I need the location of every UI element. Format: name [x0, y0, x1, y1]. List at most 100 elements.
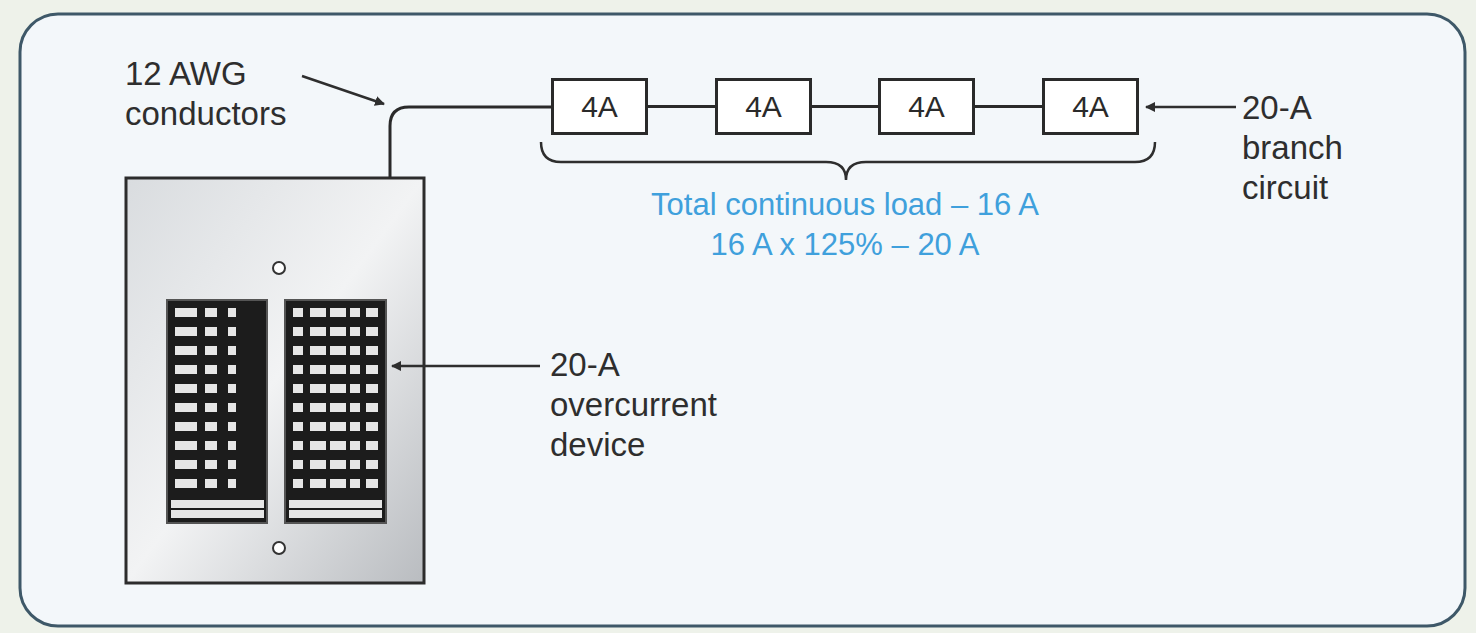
breaker: [175, 308, 197, 317]
leader-arrow: [1146, 106, 1236, 109]
load-rating: 4A: [1072, 92, 1109, 122]
breaker: [330, 422, 346, 431]
breaker: [350, 308, 360, 317]
breaker: [350, 346, 360, 355]
breaker: [350, 441, 360, 450]
breaker: [310, 441, 326, 450]
breaker: [330, 403, 346, 412]
breaker: [293, 441, 303, 450]
breaker: [228, 422, 236, 431]
breaker: [366, 384, 378, 393]
breaker: [175, 441, 197, 450]
branch-wire: [390, 107, 551, 178]
breaker: [293, 422, 303, 431]
load-box: 4A: [1042, 78, 1139, 135]
breaker: [310, 479, 326, 488]
breaker: [350, 365, 360, 374]
breaker: [350, 384, 360, 393]
breaker: [293, 365, 303, 374]
panelboard: [126, 178, 424, 583]
wire: [975, 105, 1042, 108]
breaker: [366, 365, 378, 374]
load-note: Total continuous load – 16 A: [545, 186, 1145, 224]
circuit-label: 20-A branch circuit: [1242, 88, 1343, 208]
wire-label: 12 AWG conductors: [125, 54, 355, 134]
breaker-bar: [289, 500, 382, 508]
breaker: [350, 460, 360, 469]
breaker: [175, 327, 197, 336]
load-rating: 4A: [745, 92, 782, 122]
breaker: [228, 441, 236, 450]
load-calc: 16 A x 125% – 20 A: [545, 226, 1145, 264]
breaker: [330, 384, 346, 393]
breaker-bar: [171, 500, 264, 508]
breaker: [205, 365, 217, 374]
breaker: [330, 346, 346, 355]
breaker: [205, 460, 217, 469]
breaker: [205, 441, 217, 450]
breaker-bar: [289, 510, 382, 518]
breaker: [293, 460, 303, 469]
breaker: [366, 422, 378, 431]
breaker: [228, 327, 236, 336]
breaker: [350, 403, 360, 412]
load-box: 4A: [878, 78, 975, 135]
breaker: [205, 327, 217, 336]
breaker: [366, 479, 378, 488]
breaker: [366, 308, 378, 317]
breaker: [175, 460, 197, 469]
leader-arrow: [302, 76, 384, 104]
breaker: [175, 422, 197, 431]
load-box: 4A: [715, 78, 812, 135]
breaker: [293, 346, 303, 355]
breaker: [175, 384, 197, 393]
breaker: [330, 479, 346, 488]
breaker: [310, 308, 326, 317]
load-rating: 4A: [581, 92, 618, 122]
breaker: [205, 403, 217, 412]
frame: [20, 14, 1465, 626]
breaker: [330, 441, 346, 450]
breaker: [310, 460, 326, 469]
breaker: [366, 327, 378, 336]
breaker: [310, 384, 326, 393]
device-label: 20-A overcurrent device: [550, 345, 717, 465]
breaker: [310, 422, 326, 431]
wire: [812, 105, 878, 108]
breaker: [366, 460, 378, 469]
leader-arrow: [392, 365, 540, 368]
breaker: [350, 422, 360, 431]
breaker: [310, 365, 326, 374]
breaker: [228, 403, 236, 412]
breaker: [293, 479, 303, 488]
breaker: [228, 460, 236, 469]
breaker: [330, 365, 346, 374]
breaker: [205, 346, 217, 355]
breaker: [228, 365, 236, 374]
breaker-bar: [171, 510, 264, 518]
breaker: [228, 346, 236, 355]
breaker: [228, 479, 236, 488]
breaker: [205, 479, 217, 488]
breaker: [293, 384, 303, 393]
breaker: [293, 327, 303, 336]
breaker: [350, 327, 360, 336]
breaker: [175, 479, 197, 488]
breaker: [205, 308, 217, 317]
load-rating: 4A: [908, 92, 945, 122]
breaker: [293, 308, 303, 317]
breaker: [175, 365, 197, 374]
breaker: [330, 460, 346, 469]
breaker: [366, 403, 378, 412]
wire: [648, 105, 715, 108]
breaker: [310, 346, 326, 355]
breaker: [330, 308, 346, 317]
brace: [541, 142, 1155, 180]
breaker: [310, 327, 326, 336]
breaker: [228, 308, 236, 317]
breaker: [228, 384, 236, 393]
breaker: [175, 403, 197, 412]
breaker: [175, 346, 197, 355]
load-box: 4A: [551, 78, 648, 135]
breaker: [310, 403, 326, 412]
